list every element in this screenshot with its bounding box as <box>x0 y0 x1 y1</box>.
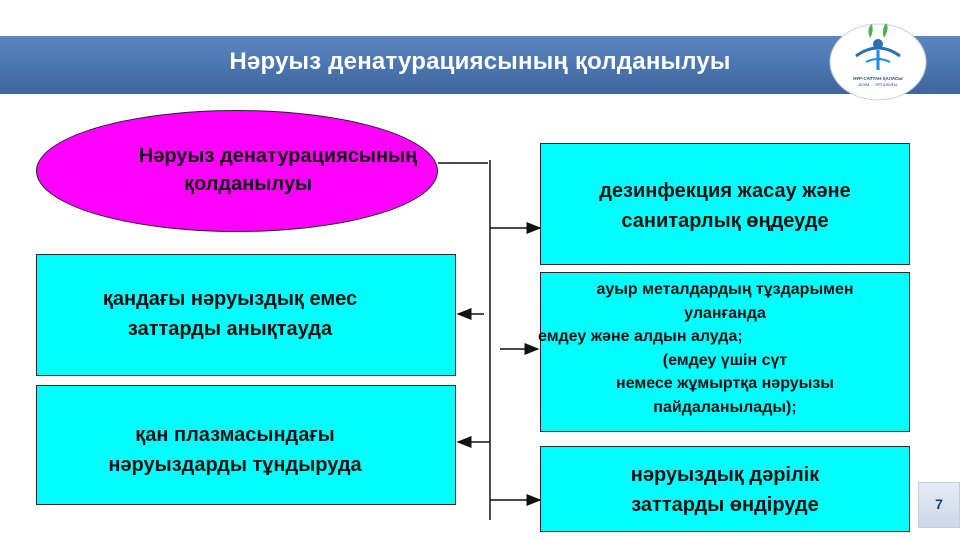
box-heavy-metals-text: ауыр металдардың тұздарымен уланғанда ем… <box>530 278 920 419</box>
box-nonprotein-line1: қандағы нәруыздық емес <box>102 288 358 310</box>
box-disinfection <box>540 143 910 265</box>
logo-emblem-icon: НҰР-СҰЛТАН ҚАЛАСЫ БІЛІМ ... ОРТАЛЫҒЫ <box>829 23 927 101</box>
box-plasma-text: қан плазмасындағы нәруыздарды тұндыруда <box>60 420 410 480</box>
box-nonprotein-text: қандағы нәруыздық емес заттарды анықтауд… <box>60 284 400 344</box>
box-heavy-metals-line6: пайдаланылады); <box>653 398 797 416</box>
center-label: Нәруыз денатурациясының қолданылуы <box>88 142 468 198</box>
title-bar <box>0 36 960 94</box>
box-heavy-metals-line5: немесе жұмыртқа нәруызы <box>616 375 834 392</box>
box-heavy-metals-line4: (емдеу үшін сүт <box>662 351 788 369</box>
box-drugs-text: нәруыздық дәрілік заттарды өндіруде <box>545 460 905 520</box>
center-label-line1: Нәруыз денатурациясының <box>138 145 418 167</box>
center-label-line2: қолданылуы <box>183 173 313 195</box>
box-drugs-line2: заттарды өндіруде <box>631 494 819 516</box>
logo: НҰР-СҰЛТАН ҚАЛАСЫ БІЛІМ ... ОРТАЛЫҒЫ <box>826 20 930 104</box>
page-number-badge: 7 <box>918 482 960 528</box>
page-title: Нәруыз денатурациясының қолданылуы <box>229 48 731 75</box>
svg-text:НҰР-СҰЛТАН ҚАЛАСЫ: НҰР-СҰЛТАН ҚАЛАСЫ <box>853 76 903 81</box>
svg-text:БІЛІМ ... ОРТАЛЫҒЫ: БІЛІМ ... ОРТАЛЫҒЫ <box>859 82 898 87</box>
box-drugs-line1: нәруыздық дәрілік <box>630 464 820 486</box>
box-nonprotein <box>36 254 456 376</box>
box-disinfection-text: дезинфекция жасау және санитарлық өңдеуд… <box>545 176 905 236</box>
box-heavy-metals-line1: ауыр металдардың тұздарымен <box>596 281 854 298</box>
box-plasma-line1: қан плазмасындағы <box>135 424 335 446</box>
box-drugs <box>540 446 910 532</box>
box-disinfection-line2: санитарлық өңдеуде <box>621 210 829 232</box>
page-number: 7 <box>935 496 943 512</box>
box-plasma <box>36 385 456 505</box>
box-plasma-line2: нәруыздарды тұндыруда <box>108 454 362 476</box>
box-disinfection-line1: дезинфекция жасау және <box>599 180 851 202</box>
box-heavy-metals-line3: емдеу және алдын алуда; <box>538 328 743 345</box>
box-heavy-metals <box>540 272 910 432</box>
center-ellipse <box>36 110 438 232</box>
box-heavy-metals-line2: уланғанда <box>684 304 766 322</box>
box-nonprotein-line2: заттарды анықтауда <box>127 318 333 340</box>
